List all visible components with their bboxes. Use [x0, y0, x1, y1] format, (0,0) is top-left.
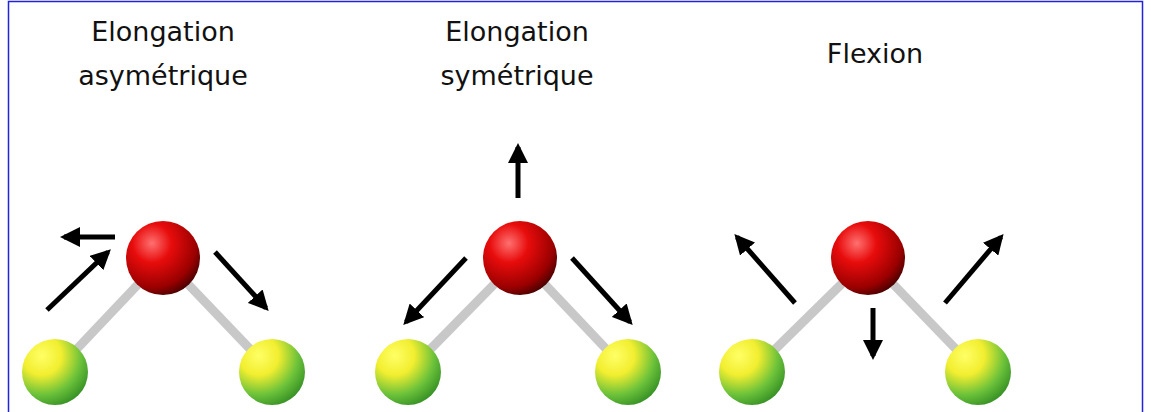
motion-arrow [406, 147, 630, 322]
mode-title: Elongation symétrique [392, 10, 642, 98]
mode-title: Elongation asymétrique [38, 10, 288, 98]
motion-arrow [737, 237, 1001, 356]
water-molecule [719, 221, 1011, 405]
frame-border [9, 2, 1143, 412]
water-molecule [22, 221, 305, 405]
water-molecule [375, 147, 661, 405]
mode-title: Flexion [775, 32, 975, 76]
motion-arrow [47, 237, 266, 310]
